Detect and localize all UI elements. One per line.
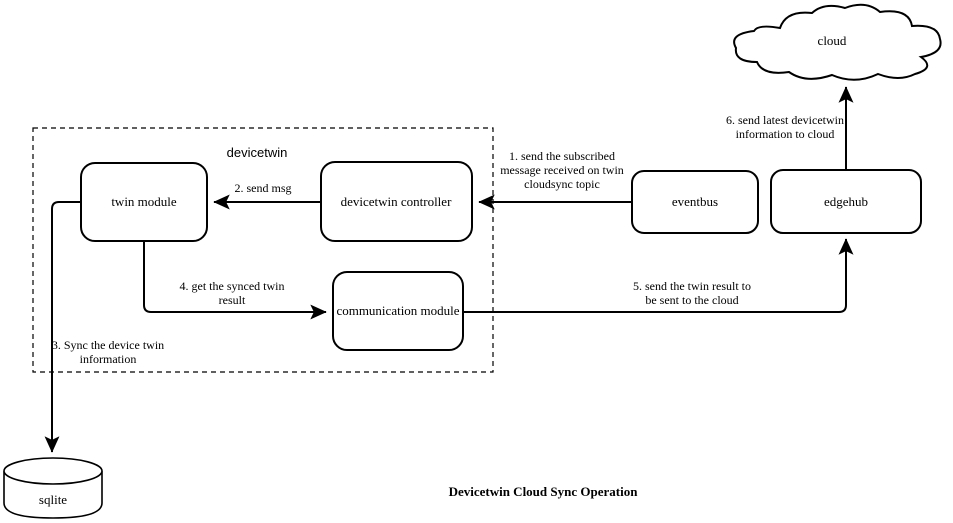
diagram-title: Devicetwin Cloud Sync Operation (449, 484, 639, 499)
edge-step2-label: 2. send msg (235, 181, 292, 195)
cloud-shape[interactable] (733, 3, 942, 81)
edge-step1-label-line3: cloudsync topic (524, 177, 600, 191)
sqlite-body[interactable] (3, 471, 103, 519)
devicetwin-boundary (32, 127, 494, 373)
node-edgehub[interactable]: edgehub (770, 169, 922, 234)
twin-module-box[interactable] (80, 162, 208, 242)
edge-step6-label-line1: 6. send latest devicetwin (726, 113, 844, 127)
edge-step6-label-line2: information to cloud (736, 127, 835, 141)
sqlite-label: sqlite (39, 492, 67, 507)
node-cloud[interactable]: cloud (733, 3, 942, 81)
edge-step3-label-line2: information (80, 352, 137, 366)
devicetwin-group-label: devicetwin (227, 145, 288, 160)
edgehub-label: edgehub (824, 194, 868, 209)
devicetwin-controller-label: devicetwin controller (341, 194, 452, 209)
edge-step3-label-line1: 3. Sync the device twin (52, 338, 164, 352)
edge-step5-label-line1: 5. send the twin result to (633, 279, 751, 293)
node-twin-module[interactable]: twin module (80, 162, 208, 242)
node-communication-module[interactable]: communication module (332, 271, 464, 351)
edge-step1-label-line2: message received on twin (500, 163, 624, 177)
node-devicetwin-controller[interactable]: devicetwin controller (320, 161, 473, 242)
communication-module-label: communication module (336, 303, 459, 318)
edge-step5-label-line2: be sent to the cloud (645, 293, 738, 307)
node-eventbus[interactable]: eventbus (631, 170, 759, 234)
devicetwin-controller-box[interactable] (320, 161, 473, 242)
edge-step4-label-line1: 4. get the synced twin (180, 279, 285, 293)
eventbus-box[interactable] (631, 170, 759, 234)
twin-module-label: twin module (111, 194, 177, 209)
cloud-label: cloud (818, 33, 847, 48)
edge-step4-label-line2: result (219, 293, 246, 307)
edgehub-box[interactable] (770, 169, 922, 234)
eventbus-label: eventbus (672, 194, 718, 209)
edge-step3-line (44, 201, 81, 453)
edge-step4-line (143, 240, 327, 320)
node-sqlite[interactable]: sqlite (3, 457, 103, 519)
edge-step5-line (463, 238, 854, 313)
edge-step1-label-line1: 1. send the subscribed (509, 149, 615, 163)
communication-module-box[interactable] (332, 271, 464, 351)
sqlite-top (3, 457, 103, 485)
